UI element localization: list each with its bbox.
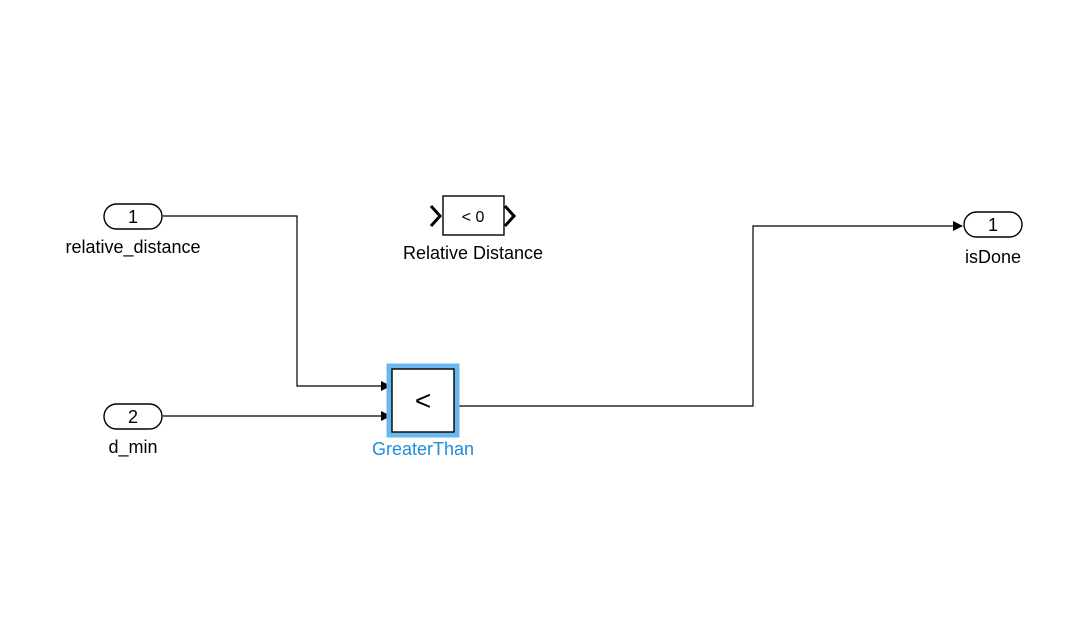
relative-distance-assertion-block[interactable]: < 0 Relative Distance <box>403 195 543 263</box>
greater-than-label: GreaterThan <box>372 439 474 459</box>
greater-than-block[interactable]: < GreaterThan <box>372 363 474 459</box>
inport-2-label: d_min <box>108 437 157 458</box>
assertion-block-text: < 0 <box>462 209 485 226</box>
inport-relative-distance[interactable]: 1 relative_distance <box>65 203 201 258</box>
input-chevron-icon <box>429 204 443 228</box>
inport-d-min[interactable]: 2 d_min <box>103 403 163 458</box>
outport-1-number: 1 <box>988 215 998 235</box>
outport-is-done[interactable]: 1 isDone <box>963 211 1023 267</box>
signal-line-relative-distance[interactable] <box>163 215 391 391</box>
operator-symbol: < <box>415 385 431 416</box>
inport-1-number: 1 <box>128 207 138 227</box>
inport-2-number: 2 <box>128 407 138 427</box>
inport-1-label: relative_distance <box>65 237 200 258</box>
selection-highlight <box>386 363 460 438</box>
outport-1-label: isDone <box>965 247 1021 267</box>
assertion-block-label: Relative Distance <box>403 243 543 263</box>
output-chevron-icon <box>503 204 517 228</box>
signal-line-is-done[interactable] <box>455 221 963 407</box>
